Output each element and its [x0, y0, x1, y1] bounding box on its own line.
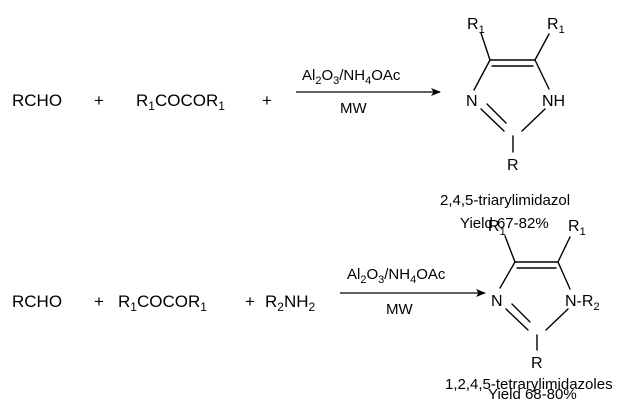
- bond: [521, 108, 546, 132]
- ring-nitrogen-nh: NH: [542, 93, 565, 110]
- substituent-r1: R1: [467, 16, 485, 36]
- reagent-amine: R2NH2: [265, 292, 316, 314]
- bond: [557, 261, 571, 290]
- bond: [480, 32, 491, 61]
- bond: [534, 33, 550, 61]
- bond: [557, 236, 571, 263]
- reagent-aldehyde: RCHO: [12, 292, 62, 311]
- yield-label: Yield 67-82%: [460, 215, 549, 232]
- yield-label: Yield 68-80%: [488, 386, 577, 400]
- imidazole-product-structure: R1 R1 N NH R: [466, 16, 565, 174]
- bond: [473, 59, 491, 91]
- product-name: 1,2,4,5-tetrarylimidazoles: [445, 376, 613, 393]
- substituent-r1: R1: [547, 16, 565, 36]
- plus-sign: +: [94, 91, 104, 110]
- bond: [511, 303, 531, 323]
- bond: [499, 261, 516, 289]
- bond: [486, 103, 507, 124]
- reaction-conditions-microwave: MW: [340, 100, 367, 117]
- reaction-1: RCHO + R1COCOR1 + Al2O3/NH4OAc MW R1 R1 …: [12, 16, 570, 232]
- ring-nitrogen: N: [491, 293, 503, 310]
- reaction-conditions-microwave: MW: [386, 301, 413, 318]
- substituent-r: R: [507, 157, 519, 174]
- substituent-r1: R1: [488, 218, 506, 238]
- substituent-r: R: [531, 355, 543, 372]
- reagent-diketone: R1COCOR1: [118, 292, 207, 314]
- plus-sign: +: [245, 292, 255, 311]
- ring-nitrogen-substituted: N-R2: [565, 293, 600, 313]
- bond: [505, 308, 529, 331]
- substituent-r1: R1: [568, 218, 586, 238]
- bond: [480, 108, 505, 132]
- plus-sign: +: [94, 292, 104, 311]
- reaction-conditions-catalyst: Al2O3/NH4OAc: [347, 266, 446, 286]
- reagent-diketone: R1COCOR1: [136, 91, 225, 113]
- bond: [504, 235, 516, 263]
- ring-nitrogen: N: [466, 93, 478, 110]
- plus-sign: +: [262, 91, 272, 110]
- bond: [534, 59, 550, 90]
- bond: [545, 308, 569, 331]
- reaction-conditions-catalyst: Al2O3/NH4OAc: [302, 67, 401, 87]
- reaction-2: RCHO + R1COCOR1 + R2NH2 Al2O3/NH4OAc MW …: [12, 218, 613, 400]
- product-name: 2,4,5-triarylimidazol: [440, 192, 570, 209]
- reagent-aldehyde: RCHO: [12, 91, 62, 110]
- imidazole-product-structure: R1 R1 N N-R2 R: [488, 218, 600, 372]
